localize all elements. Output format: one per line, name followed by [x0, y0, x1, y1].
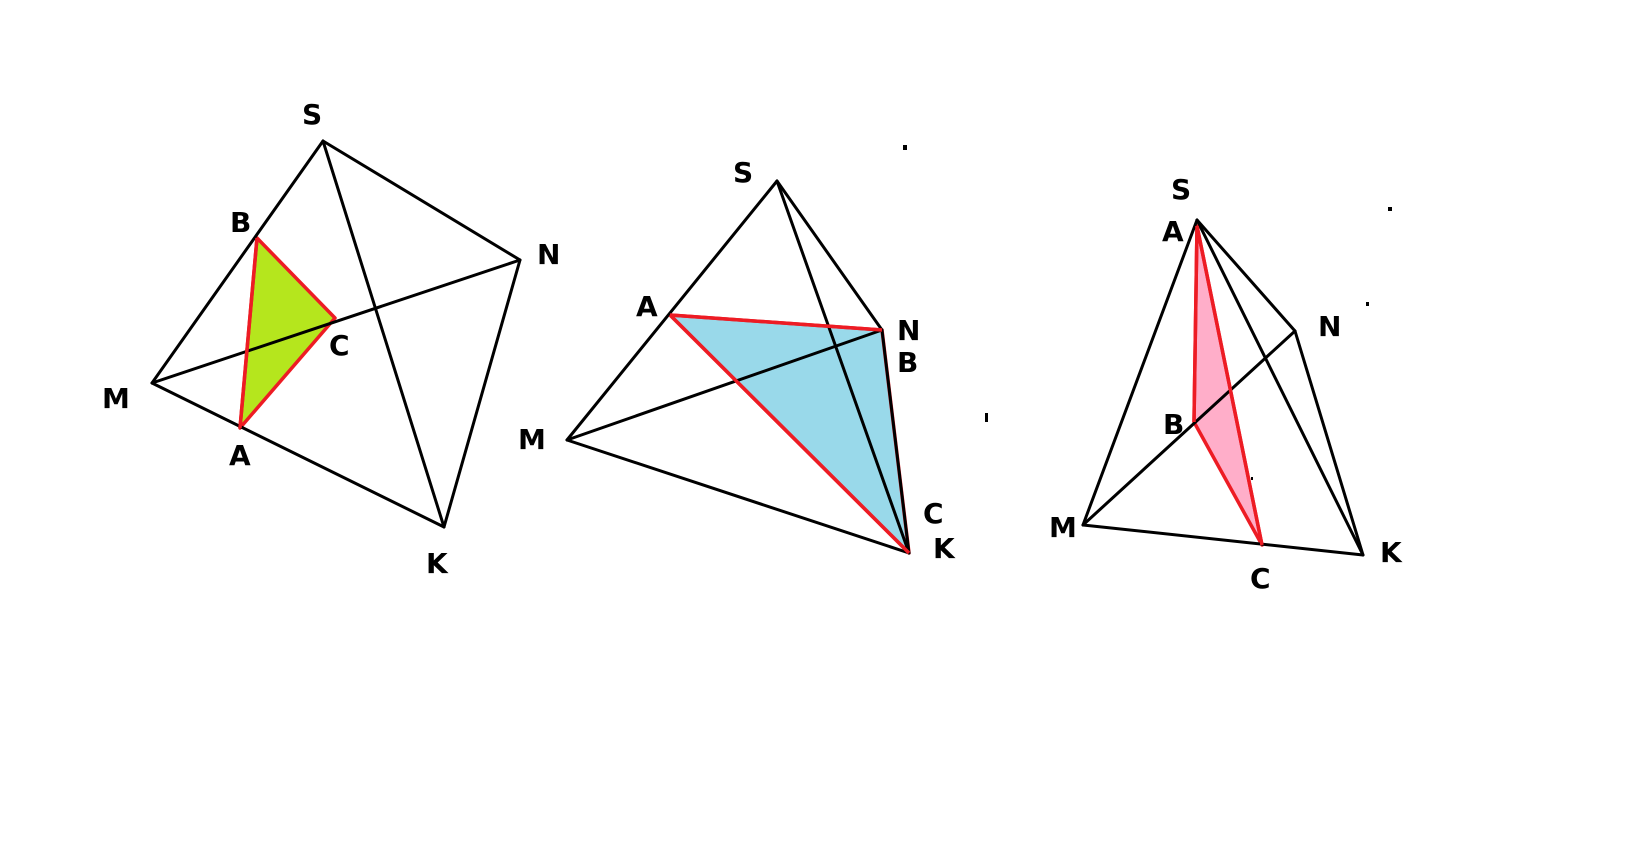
label-C: C	[329, 329, 350, 362]
label-N: N	[1318, 310, 1341, 343]
label-K: K	[426, 547, 449, 580]
label-N: N	[897, 314, 920, 347]
label-A: A	[636, 290, 658, 323]
tetrahedron-2: S A N B M C K	[518, 145, 988, 565]
label-S: S	[302, 98, 322, 131]
label-N: N	[537, 238, 560, 271]
tetrahedron-1: S B N C M A K	[102, 98, 560, 580]
label-K: K	[933, 532, 956, 565]
label-M: M	[1049, 511, 1077, 544]
stray-mark	[1366, 302, 1369, 306]
label-A: A	[1162, 215, 1184, 248]
label-C: C	[1250, 562, 1271, 595]
label-A: A	[229, 439, 251, 472]
stray-mark	[903, 145, 907, 150]
label-B: B	[897, 346, 918, 379]
stray-mark	[1251, 477, 1253, 480]
label-B: B	[230, 206, 251, 239]
tetrahedron-3: S A N B M C K	[1049, 173, 1403, 595]
stray-mark	[985, 413, 988, 422]
label-B: B	[1163, 408, 1184, 441]
stray-mark	[1388, 207, 1392, 211]
label-S: S	[733, 156, 753, 189]
label-K: K	[1380, 536, 1403, 569]
label-C: C	[923, 497, 944, 530]
label-M: M	[518, 423, 546, 456]
label-S: S	[1171, 173, 1191, 206]
label-M: M	[102, 382, 130, 415]
